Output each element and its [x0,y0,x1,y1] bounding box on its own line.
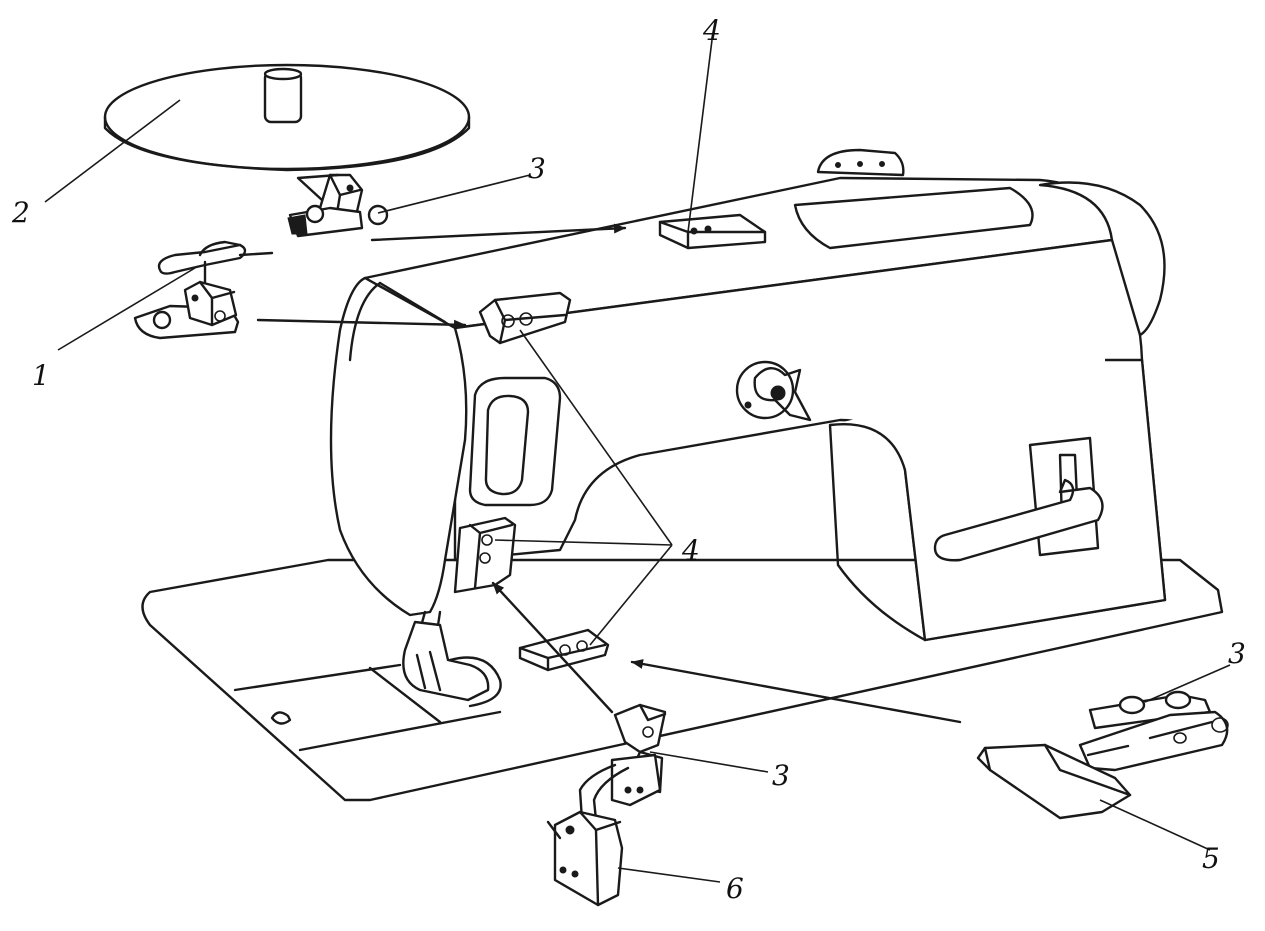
callout-4-top: 4 [702,14,721,47]
mount-pad-head [478,291,572,345]
mount-pad-front-vertical [453,516,517,594]
callout-1: 1 [32,359,50,392]
assembly-arrows [256,223,962,724]
callout-labels: 1 2 3 4 4 3 3 5 6 [11,14,1246,905]
folder-guide-attachment [976,690,1229,820]
mount-pad-top [658,213,767,250]
arrow-folder-to-bed-pad [630,659,962,724]
machine-arm [363,148,1167,642]
callout-3-bottom: 3 [772,759,790,792]
callout-3-top: 3 [528,152,546,185]
reel-stand-attachment [103,63,471,238]
mount-pad-bed [518,628,610,672]
callout-4-middle: 4 [681,534,700,567]
machine-head [329,276,562,708]
thread-guide-attachment [133,240,274,340]
leader-lines [44,39,1231,883]
edge-guide-attachment [546,703,667,907]
callout-3-right: 3 [1228,637,1246,670]
arrow-reel-to-top-pad [370,223,627,242]
callout-2: 2 [11,196,30,229]
callout-5: 5 [1202,842,1220,875]
arrow-clamp-to-front-pad [491,581,614,714]
arrow-guide-to-head-pad [256,318,467,330]
callout-6: 6 [726,872,744,905]
